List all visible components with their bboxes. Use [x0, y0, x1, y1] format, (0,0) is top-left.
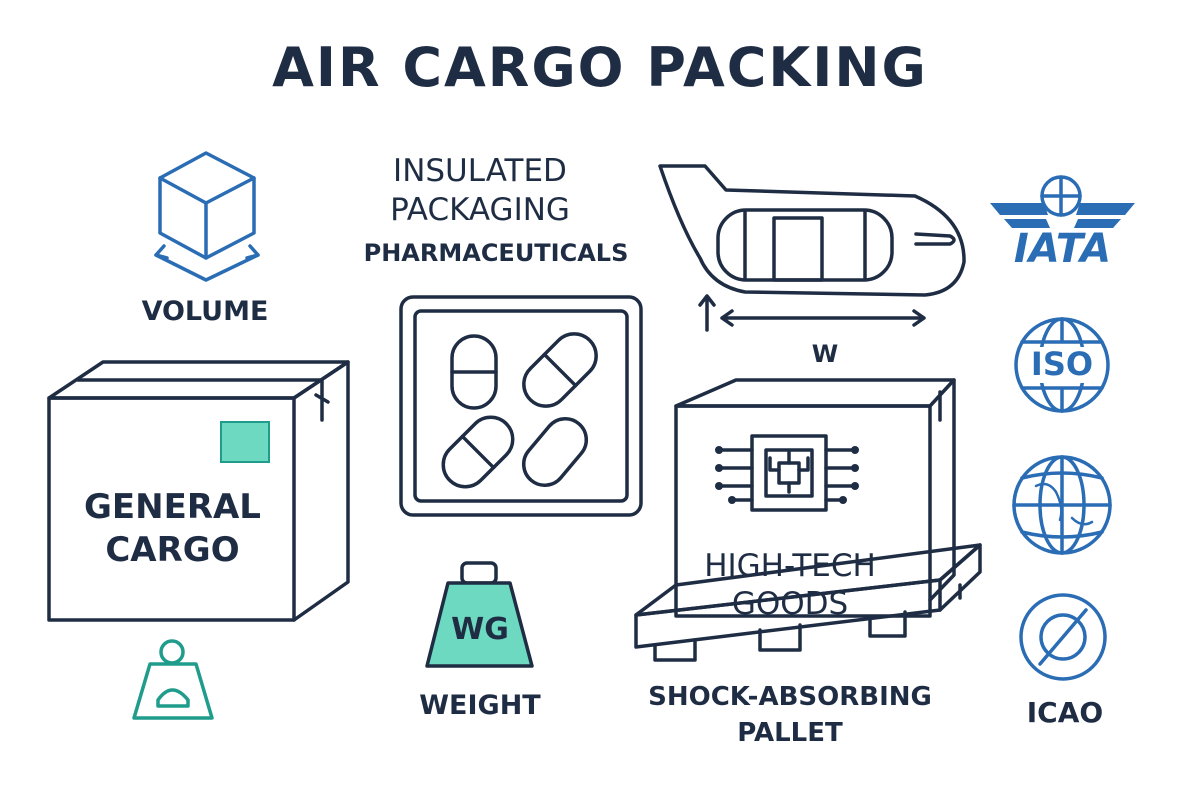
packaging-label: PACKAGING [390, 192, 570, 228]
general-label: GENERAL [84, 487, 261, 527]
pallet-label: PALLET [737, 718, 843, 748]
iso-label: ISO [1030, 345, 1094, 383]
iata-label: IATA [1013, 226, 1112, 272]
width-dimension-label: W [811, 340, 839, 368]
insulated-label: INSULATED [393, 153, 567, 189]
weight-label: WEIGHT [419, 690, 541, 721]
cargo-label: CARGO [105, 530, 240, 570]
high-tech-label: HIGH-TECH [704, 548, 876, 584]
page-title: AIR CARGO PACKING [272, 36, 928, 99]
icao-label: ICAO [1026, 696, 1104, 729]
weight-tag-label: WG [451, 612, 509, 647]
goods-label: GOODS [731, 586, 849, 622]
volume-label: VOLUME [141, 296, 269, 327]
shock-absorbing-label: SHOCK-ABSORBING [648, 682, 932, 712]
pharmaceuticals-label: PHARMACEUTICALS [363, 239, 629, 267]
